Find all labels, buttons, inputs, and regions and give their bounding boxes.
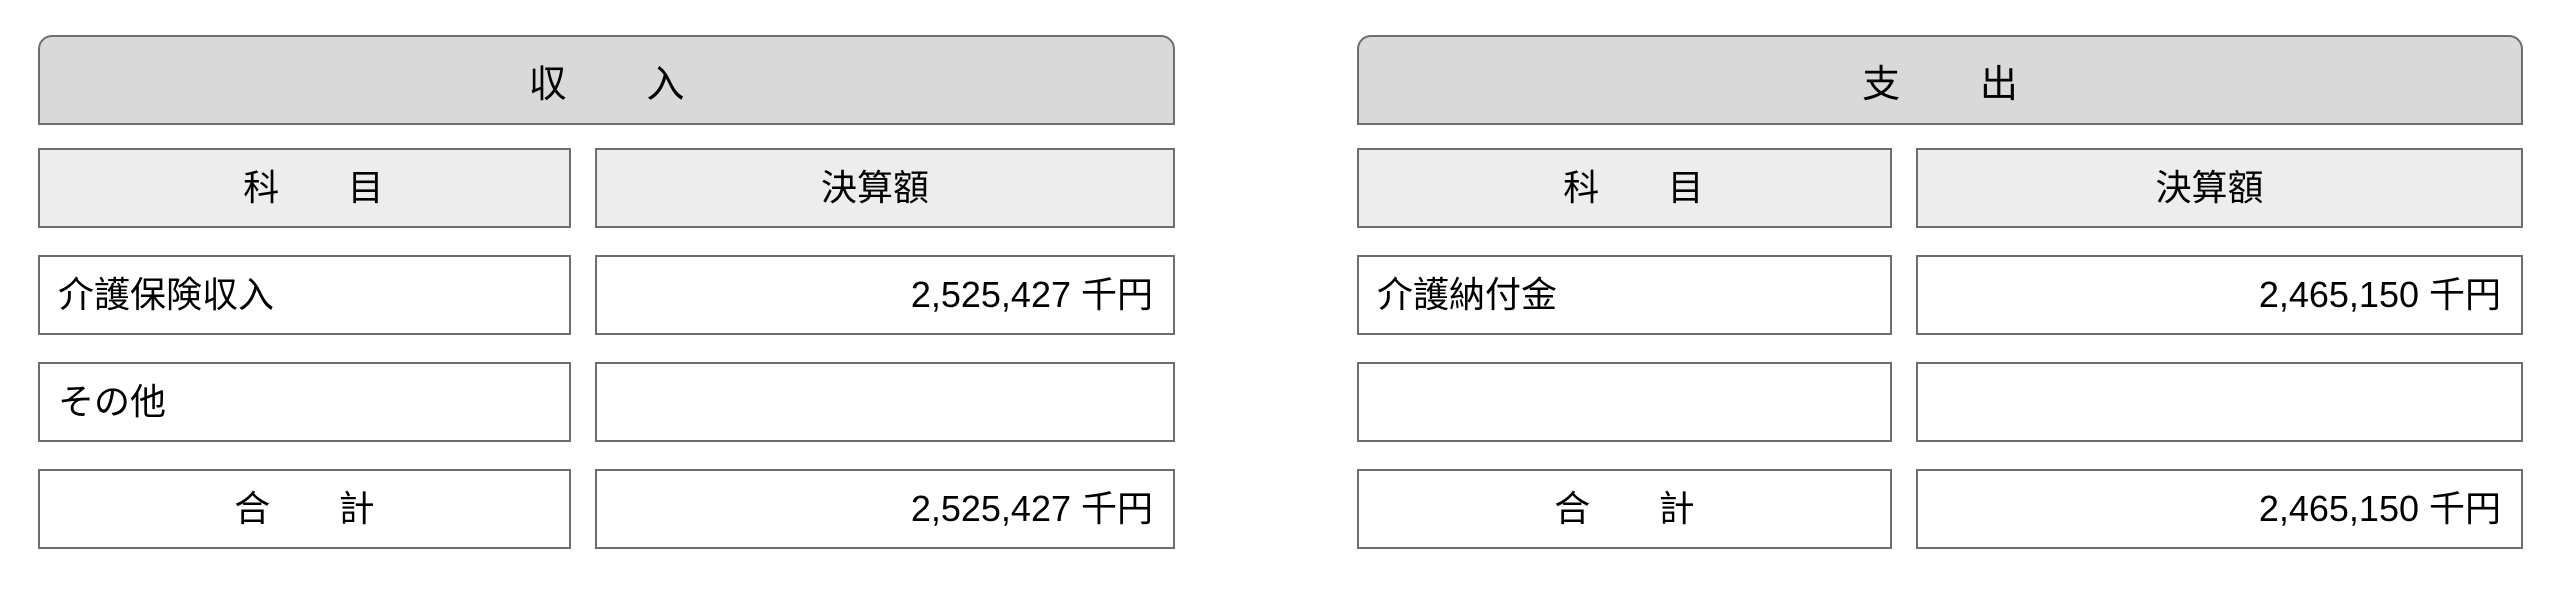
expense-row-value-cell: 2,465,150 千円 [1916, 255, 2523, 335]
expense-row-name-cell [1357, 362, 1892, 442]
income-row-value-cell [595, 362, 1175, 442]
expense-header-row: 科 目 決算額 [1357, 148, 2523, 228]
expense-total-value-text: 2,465,150 千円 [2258, 488, 2501, 529]
expense-row-value-text: 2,465,150 千円 [2258, 274, 2501, 315]
income-row-name-cell: その他 [38, 362, 571, 442]
income-header-label-value: 決算額 [820, 167, 929, 208]
income-table-row: その他 [38, 362, 1175, 442]
income-total-label: 合 計 [234, 488, 391, 529]
expense-total-label: 合 計 [1554, 488, 1711, 529]
income-header-cell-value: 決算額 [595, 148, 1175, 228]
income-row-name-text: 介護保険収入 [58, 274, 275, 315]
expense-total-name-cell: 合 計 [1357, 469, 1892, 549]
income-row-name-cell: 介護保険収入 [38, 255, 571, 335]
expense-row-name-text: 介護納付金 [1377, 274, 1558, 315]
expense-header-label-value: 決算額 [2155, 167, 2264, 208]
income-header-row: 科 目 決算額 [38, 148, 1175, 228]
income-row-name-text: その他 [58, 381, 167, 422]
expense-table-row: 介護納付金 2,465,150 千円 [1357, 255, 2523, 335]
income-row-value-text: 2,525,427 千円 [910, 274, 1153, 315]
income-table: 収 入 科 目 決算額 介護保険収入 2,525,427 千円 その他 [38, 35, 1175, 549]
expense-table-row [1357, 362, 2523, 442]
income-total-value-cell: 2,525,427 千円 [595, 469, 1175, 549]
income-total-value-text: 2,525,427 千円 [910, 488, 1153, 529]
income-table-row: 介護保険収入 2,525,427 千円 [38, 255, 1175, 335]
expense-header-cell-name: 科 目 [1357, 148, 1892, 228]
income-total-name-cell: 合 計 [38, 469, 571, 549]
expense-row-name-cell: 介護納付金 [1357, 255, 1892, 335]
income-header-label-name: 科 目 [243, 167, 400, 208]
income-table-title: 収 入 [38, 35, 1175, 125]
income-header-cell-name: 科 目 [38, 148, 571, 228]
expense-table-title: 支 出 [1357, 35, 2523, 125]
expense-total-value-cell: 2,465,150 千円 [1916, 469, 2523, 549]
expense-table: 支 出 科 目 決算額 介護納付金 2,465,150 千円 [1357, 35, 2523, 549]
expense-row-value-cell [1916, 362, 2523, 442]
expense-header-cell-value: 決算額 [1916, 148, 2523, 228]
expense-total-row: 合 計 2,465,150 千円 [1357, 469, 2523, 549]
expense-title-text: 支 出 [1862, 63, 2039, 106]
income-total-row: 合 計 2,525,427 千円 [38, 469, 1175, 549]
expense-header-label-name: 科 目 [1563, 167, 1720, 208]
income-row-value-cell: 2,525,427 千円 [595, 255, 1175, 335]
income-title-text: 収 入 [528, 63, 706, 106]
